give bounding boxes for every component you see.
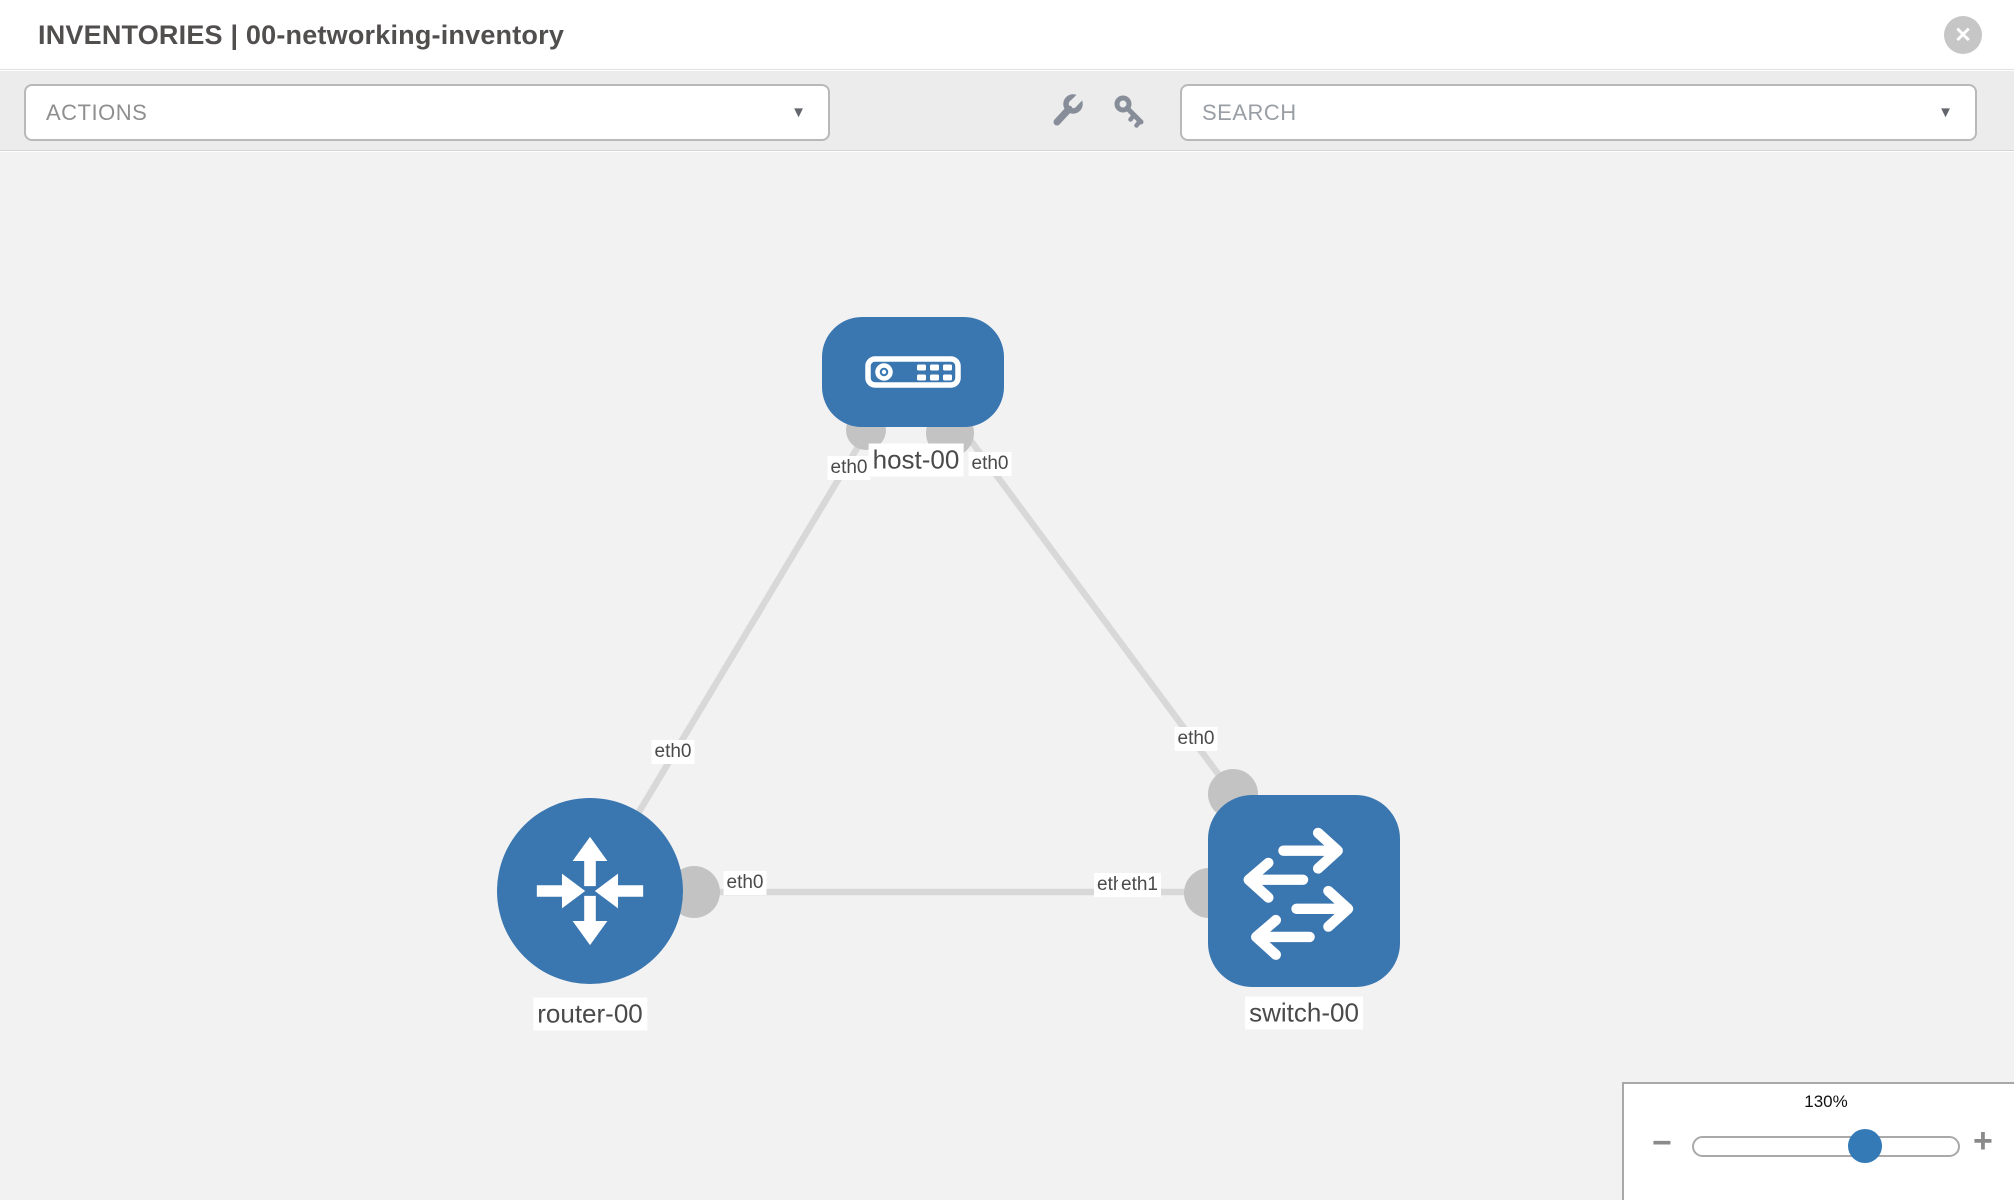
zoom-slider-handle[interactable]	[1848, 1129, 1882, 1163]
node-label-router: router-00	[533, 997, 647, 1031]
toolbar: ACTIONS ▼ SEARCH ▼	[0, 71, 2014, 151]
interface-label-switch-top-eth0: eth0	[1174, 727, 1218, 751]
header-bar: INVENTORIES | 00-networking-inventory ✕	[0, 0, 2014, 70]
actions-dropdown[interactable]: ACTIONS ▼	[24, 84, 830, 141]
node-label-switch: switch-00	[1245, 996, 1363, 1030]
search-dropdown-label: SEARCH	[1202, 99, 1297, 125]
link-lines	[588, 408, 1303, 896]
interface-label-switch-eth1-over: eth1	[1118, 873, 1161, 897]
node-label-host: host-00	[868, 443, 964, 477]
chevron-down-icon: ▼	[791, 104, 806, 121]
interface-label-host-eth0-right: eth0	[968, 452, 1012, 476]
zoom-level-label: 130%	[1804, 1092, 1848, 1111]
node-host[interactable]	[822, 317, 1004, 427]
key-icon[interactable]	[1111, 93, 1147, 129]
host-icon	[865, 356, 961, 388]
zoom-panel: 130% − +	[1622, 1082, 2014, 1200]
topology-canvas[interactable]: host-00 router-00 switch-00 eth0 eth0 et…	[0, 152, 2014, 1200]
actions-dropdown-label: ACTIONS	[46, 99, 148, 125]
chevron-down-icon: ▼	[1938, 104, 1953, 121]
node-switch[interactable]	[1208, 795, 1400, 987]
search-dropdown[interactable]: SEARCH ▼	[1180, 84, 1977, 141]
zoom-out-button[interactable]: −	[1652, 1124, 1672, 1162]
interface-label-router-link-eth0: eth0	[651, 740, 695, 764]
page-title: INVENTORIES | 00-networking-inventory	[38, 20, 565, 50]
zoom-slider-track[interactable]	[1692, 1136, 1960, 1157]
wrench-icon[interactable]	[1049, 93, 1085, 129]
interface-label-host-eth0-left: eth0	[827, 456, 871, 480]
node-router[interactable]	[497, 798, 683, 984]
interface-label-router-eth0: eth0	[723, 871, 767, 895]
router-icon	[536, 836, 644, 946]
close-icon: ✕	[1954, 23, 1972, 47]
switch-icon	[1243, 827, 1354, 960]
zoom-in-button[interactable]: +	[1973, 1122, 1993, 1160]
close-button[interactable]: ✕	[1944, 16, 1982, 54]
